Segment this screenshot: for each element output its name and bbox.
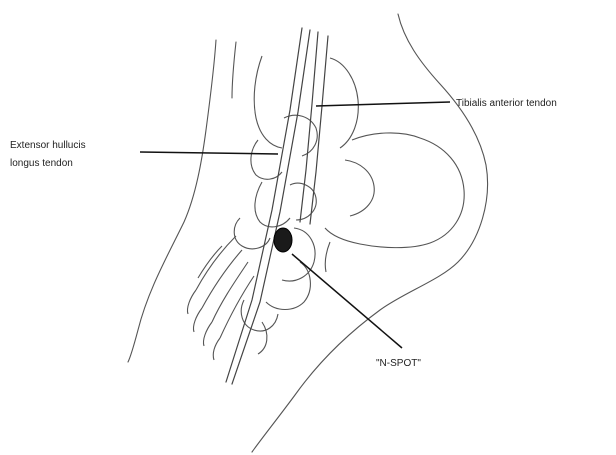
tendons [226,28,328,384]
nspot-leader-line [292,254,402,348]
ehl-leader-line [140,152,278,154]
nspot-label: "N-SPOT" [376,358,421,369]
heel-bones [325,58,464,272]
ehl-label-line1: Extensor hullucis [10,140,86,151]
tibialis-label: Tibialis anterior tendon [456,98,557,109]
ehl-label-line2: longus tendon [10,158,73,169]
n-spot-marker [274,228,292,252]
metatarsals [187,236,254,360]
leg-outline [128,14,488,452]
tibialis-leader-line [316,102,450,106]
